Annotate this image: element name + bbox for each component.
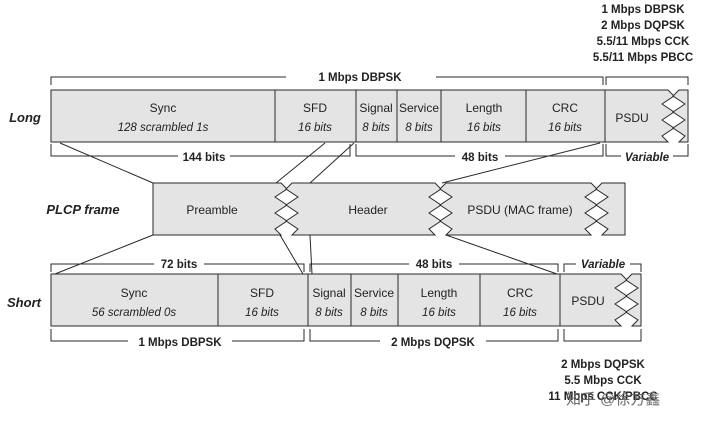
long-psdu-size-bracket: Variable [605, 144, 689, 164]
short-crc-field: CRC 16 bits [503, 286, 537, 319]
long-to-plcp-connectors [59, 142, 601, 184]
short-length-field: Length 16 bits [421, 286, 458, 319]
short-signal-detail: 8 bits [315, 307, 343, 319]
watermark-text: 知乎 @徐方鑫 [566, 390, 660, 408]
long-signal-detail: 8 bits [362, 122, 390, 134]
short-header-rate: 2 Mbps DQPSK [391, 337, 475, 349]
plcp-psdu-label: PSDU (MAC frame) [467, 203, 572, 217]
plcp-psdu-field: PSDU (MAC frame) [439, 182, 626, 236]
long-service-field: Service 8 bits [399, 101, 439, 134]
short-preamble-bits-bracket: 72 bits [50, 256, 305, 272]
long-crc-name: CRC [552, 101, 578, 115]
short-row-label: Short [7, 295, 42, 310]
long-sync-name: Sync [150, 101, 177, 115]
long-sync-field: Sync 128 scrambled 1s [118, 101, 209, 134]
short-sfd-name: SFD [250, 286, 274, 300]
short-sync-name: Sync [121, 286, 148, 300]
short-header-rate-bracket: 2 Mbps DQPSK [309, 329, 559, 349]
long-psdu-rate-bracket [605, 76, 689, 85]
short-sync-detail: 56 scrambled 0s [92, 307, 177, 319]
long-length-name: Length [466, 101, 503, 115]
long-sfd-name: SFD [303, 101, 327, 115]
short-psdu-rate-bracket [563, 329, 642, 342]
plcp-frame: Preamble Header PSDU (MAC frame) [152, 182, 626, 236]
short-psdu-rates: 2 Mbps DQPSK 5.5 Mbps CCK 11 Mbps CCK/PB… [548, 359, 657, 403]
long-preamble-bits: 144 bits [183, 152, 226, 164]
long-sfd-field: SFD 16 bits [298, 101, 332, 134]
short-header-bits-bracket: 48 bits [309, 256, 559, 272]
short-sync-field: Sync 56 scrambled 0s [92, 286, 177, 319]
long-sfd-detail: 16 bits [298, 122, 332, 134]
long-psdu-name: PSDU [615, 111, 648, 125]
short-preamble-bits: 72 bits [161, 259, 197, 271]
long-signal-field: Signal 8 bits [359, 101, 392, 134]
long-rate-label: 1 Mbps DBPSK [318, 72, 402, 84]
long-service-detail: 8 bits [405, 122, 433, 134]
short-header-bits: 48 bits [416, 259, 452, 271]
short-signal-field: Signal 8 bits [312, 286, 345, 319]
short-psdu-rate-1: 2 Mbps DQPSK [561, 359, 645, 371]
plcp-to-short-connectors [54, 234, 558, 275]
long-psdu-size: Variable [625, 152, 670, 164]
short-psdu-rate-2: 5.5 Mbps CCK [564, 375, 642, 387]
short-signal-name: Signal [312, 286, 345, 300]
long-sync-detail: 128 scrambled 1s [118, 122, 209, 134]
long-rate-bracket: 1 Mbps DBPSK [50, 69, 604, 85]
plcp-preamble-field: Preamble [152, 182, 288, 236]
short-crc-name: CRC [507, 286, 533, 300]
long-service-name: Service [399, 101, 439, 115]
long-frame: Sync 128 scrambled 1s SFD 16 bits Signal… [50, 89, 606, 143]
short-crc-detail: 16 bits [503, 307, 537, 319]
short-sfd-detail: 16 bits [245, 307, 279, 319]
short-psdu-size: Variable [581, 259, 626, 271]
short-frame: Sync 56 scrambled 0s SFD 16 bits Signal … [50, 273, 561, 327]
long-length-field: Length 16 bits [466, 101, 503, 134]
short-preamble-rate: 1 Mbps DBPSK [138, 337, 222, 349]
short-psdu-field: PSDU [559, 273, 642, 327]
short-length-detail: 16 bits [422, 307, 456, 319]
long-crc-field: CRC 16 bits [548, 101, 582, 134]
short-length-name: Length [421, 286, 458, 300]
long-length-detail: 16 bits [467, 122, 501, 134]
long-psdu-rates: 1 Mbps DBPSK 2 Mbps DQPSK 5.5/11 Mbps CC… [593, 4, 693, 64]
plcp-header-field: Header [285, 182, 442, 236]
long-preamble-bits-bracket: 144 bits [50, 144, 351, 164]
plcp-header-label: Header [348, 203, 387, 217]
short-sfd-field: SFD 16 bits [245, 286, 279, 319]
plcp-row-label: PLCP frame [46, 202, 119, 217]
short-service-name: Service [354, 286, 394, 300]
short-service-field: Service 8 bits [354, 286, 394, 319]
short-psdu-size-bracket: Variable [563, 256, 642, 272]
long-header-bits-bracket: 48 bits [355, 144, 604, 164]
long-header-bits: 48 bits [462, 152, 498, 164]
long-psdu-rate-2: 2 Mbps DQPSK [601, 20, 685, 32]
short-psdu-rate-3: 11 Mbps CCK/PBCC [548, 391, 657, 403]
long-row-label: Long [9, 110, 41, 125]
short-psdu-name: PSDU [571, 294, 604, 308]
plcp-preamble-label: Preamble [186, 203, 238, 217]
long-psdu-rate-3: 5.5/11 Mbps CCK [597, 36, 690, 48]
short-preamble-rate-bracket: 1 Mbps DBPSK [50, 329, 305, 349]
long-crc-detail: 16 bits [548, 122, 582, 134]
long-psdu-rate-1: 1 Mbps DBPSK [601, 4, 685, 16]
long-signal-name: Signal [359, 101, 392, 115]
long-psdu-field: PSDU [604, 89, 689, 143]
long-psdu-rate-4: 5.5/11 Mbps PBCC [593, 52, 693, 64]
short-service-detail: 8 bits [360, 307, 388, 319]
